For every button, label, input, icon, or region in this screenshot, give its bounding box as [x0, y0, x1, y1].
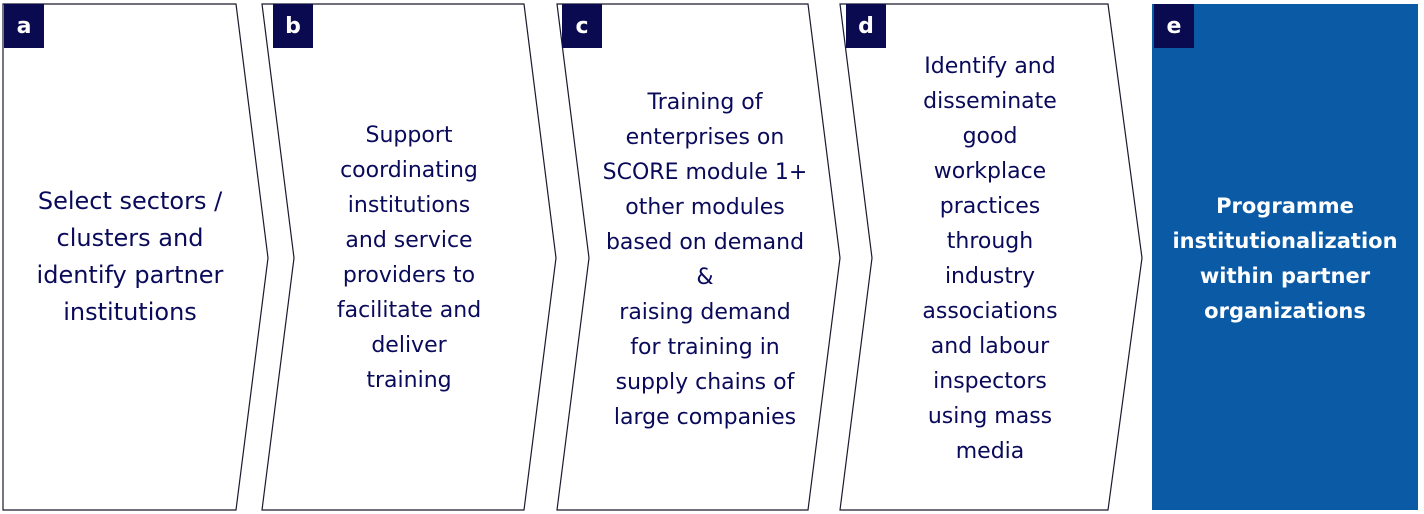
step-a-text: Select sectors / clusters and identify p…: [36, 187, 224, 326]
step-e-text: Programme institutionalization within pa…: [1172, 194, 1398, 323]
step-d-badge: d: [846, 4, 886, 48]
step-c-text: Training of enterprises on SCORE module …: [602, 90, 808, 430]
chevron-d: [839, 3, 1143, 511]
chevron-a: [2, 3, 269, 511]
chevron-c: [556, 3, 841, 511]
step-c-badge: c: [562, 4, 602, 48]
final-box-e: [1152, 4, 1418, 510]
step-d-text: Identify and disseminate good workplace …: [922, 54, 1058, 464]
chevron-b: [261, 3, 557, 511]
step-e-badge: e: [1154, 4, 1194, 48]
step-a-badge: a: [4, 4, 44, 48]
step-b-text: Support coordinating institutions and se…: [336, 123, 482, 393]
step-b-badge: b: [273, 4, 313, 48]
